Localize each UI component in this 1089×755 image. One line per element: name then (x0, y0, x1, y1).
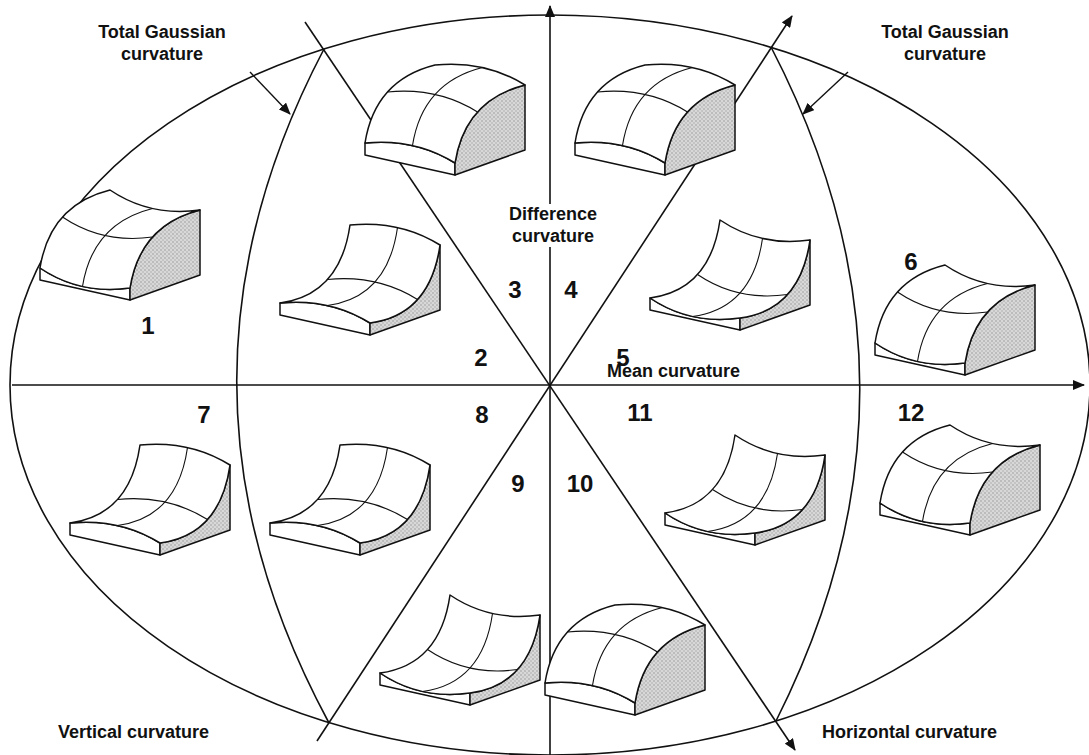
callout-number: 3 (508, 276, 521, 305)
difference-axis (549, 6, 551, 755)
axis-label: Total Gaussian curvature (845, 22, 1045, 65)
vertical-axis (317, 16, 792, 741)
axis-label: Difference curvature (490, 204, 616, 247)
callout-number: 2 (474, 344, 487, 373)
axis-label: Horizontal curvature (822, 722, 997, 744)
callout-number: 9 (511, 470, 524, 499)
callout-number: 4 (564, 276, 577, 305)
callout-number: 10 (567, 470, 594, 499)
landform-block (665, 435, 825, 545)
landform-block (545, 604, 705, 715)
landform-block (380, 595, 540, 705)
landform-block (575, 64, 735, 175)
landform-block (650, 220, 810, 330)
gaussian-arc (771, 47, 860, 721)
leader-arrow (250, 72, 290, 114)
landform-block (880, 425, 1040, 535)
callout-number: 8 (475, 401, 488, 430)
landform-block (280, 224, 440, 335)
callout-number: 5 (616, 344, 629, 373)
landform-block (270, 444, 430, 555)
landform-block (875, 265, 1035, 375)
leader-arrow (803, 72, 848, 114)
gaussian-arc (237, 49, 329, 723)
callout-number: 12 (898, 399, 925, 428)
landform-block (365, 64, 525, 175)
landform-block (40, 190, 200, 300)
axis-label: Vertical curvature (58, 722, 209, 744)
callout-number: 6 (904, 248, 917, 277)
axis-label: Total Gaussian curvature (62, 22, 262, 65)
callout-number: 7 (197, 401, 210, 430)
callout-number: 11 (627, 399, 652, 428)
callout-number: 1 (141, 312, 154, 341)
landform-block (70, 444, 230, 555)
